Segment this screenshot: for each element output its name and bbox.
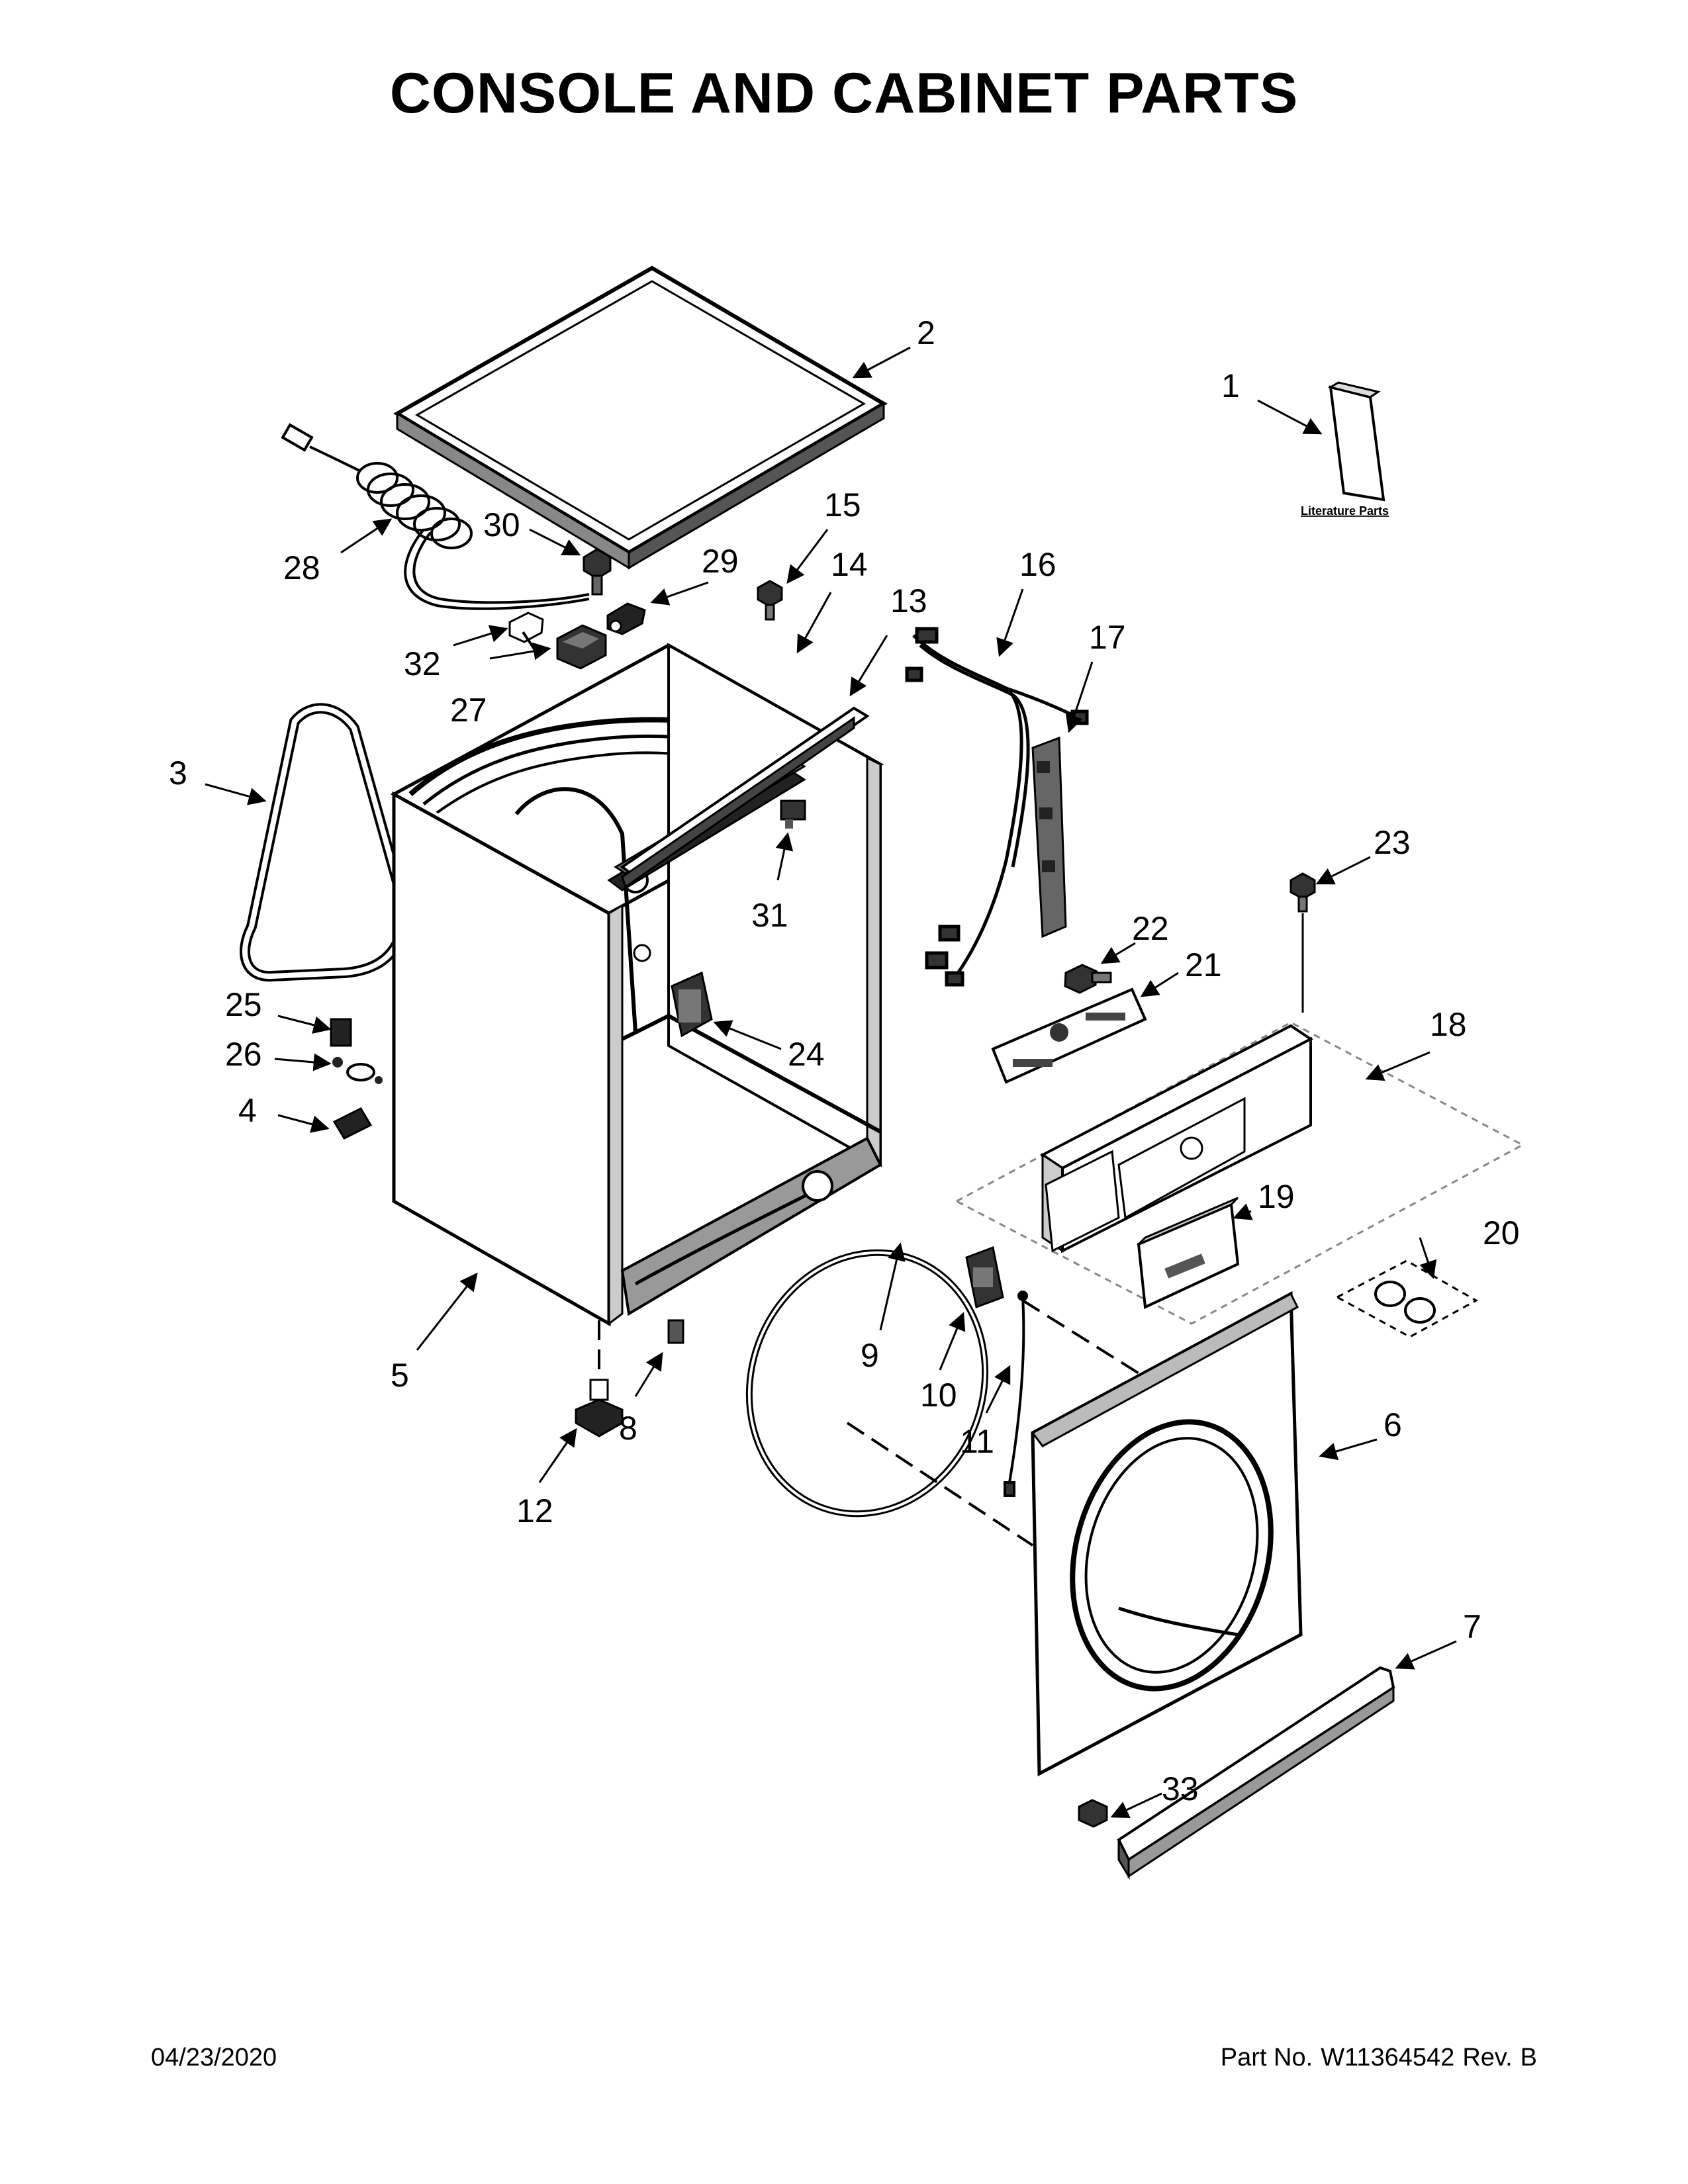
part-29-clip: [606, 602, 646, 635]
callout-15: 15: [824, 486, 861, 523]
page-title: CONSOLE AND CABINET PARTS: [389, 62, 1299, 125]
callout-33: 33: [1162, 1770, 1199, 1807]
callout-labels: 1 2 3 4 5 6 7 8 9 10 11 12 13 14 15 16 1…: [169, 314, 1520, 1807]
part-5-cabinet: [390, 643, 884, 1327]
part-6-front-panel: [1031, 1291, 1303, 1777]
part-9-door-ring: [745, 1249, 989, 1518]
part-4-bracket: [332, 1107, 373, 1140]
callout-8: 8: [619, 1410, 637, 1447]
part-23-screw: [1289, 872, 1316, 1013]
part-27-terminal-block: [556, 624, 607, 670]
part-1-literature: Literature Parts: [1301, 381, 1389, 518]
part-33-screw: [1078, 1799, 1108, 1828]
callout-19: 19: [1258, 1178, 1295, 1215]
callout-arrows: [205, 346, 1457, 1818]
callout-20: 20: [1483, 1214, 1520, 1251]
rev-label: Rev.: [1462, 2044, 1513, 2071]
part-no-label: Part No.: [1220, 2044, 1313, 2071]
callout-9: 9: [861, 1337, 879, 1374]
part-32-screw: [508, 612, 546, 654]
callout-26: 26: [225, 1036, 262, 1073]
callout-14: 14: [831, 546, 868, 583]
callout-13: 13: [890, 582, 927, 619]
part-7-kickplate: [1117, 1666, 1395, 1880]
callout-4: 4: [238, 1092, 257, 1129]
footer-part-number: Part No. W11364542 Rev. B: [1213, 2044, 1537, 2072]
part-22-screw: [1064, 964, 1112, 994]
part-24-sensor-board: [671, 971, 713, 1038]
callout-25: 25: [225, 986, 262, 1023]
callout-24: 24: [788, 1036, 825, 1073]
callout-2: 2: [917, 314, 935, 351]
callout-17: 17: [1089, 619, 1126, 656]
part-8-clip: [667, 1319, 684, 1344]
callout-27: 27: [450, 692, 487, 729]
callout-16: 16: [1019, 546, 1056, 583]
literature-label: Literature Parts: [1301, 504, 1389, 518]
part-25-clip: [330, 1018, 352, 1047]
part-12-leveling-foot: [575, 1379, 624, 1437]
part-28-power-cord: [281, 423, 590, 610]
part-3-seal: [240, 703, 408, 982]
callout-10: 10: [920, 1377, 957, 1414]
part-31-clip: [780, 799, 806, 829]
callout-3: 3: [169, 754, 187, 792]
callout-7: 7: [1463, 1608, 1481, 1645]
rev-value: B: [1520, 2044, 1537, 2071]
callout-29: 29: [702, 543, 739, 580]
callout-30: 30: [483, 506, 520, 543]
part-20-knobs: [1335, 1259, 1479, 1338]
callout-21: 21: [1185, 946, 1222, 983]
part-30-screw: [583, 548, 612, 596]
dash-leaders: [598, 1299, 1166, 1547]
part-17-bracket: [1031, 736, 1067, 938]
part-26-hinge-pin: [332, 1057, 383, 1084]
callout-5: 5: [391, 1357, 409, 1394]
part-11-cable: [1004, 1291, 1028, 1497]
callout-6: 6: [1383, 1406, 1402, 1443]
part-13-rail: [620, 706, 870, 889]
callout-18: 18: [1430, 1006, 1467, 1043]
part-10-door-lock: [965, 1246, 1004, 1309]
callout-12: 12: [516, 1492, 553, 1529]
footer-date: 04/23/2020: [151, 2044, 277, 2071]
callout-22: 22: [1132, 910, 1169, 947]
callout-32: 32: [404, 645, 441, 682]
part-18-console: [954, 1021, 1525, 1325]
callout-28: 28: [283, 549, 320, 586]
callout-23: 23: [1374, 824, 1411, 861]
callout-31: 31: [751, 897, 788, 934]
part-2-top-panel: [393, 265, 888, 570]
part-15-screw: [757, 580, 783, 621]
part-19-drawer: [1137, 1197, 1240, 1309]
part-21-control-board: [991, 987, 1147, 1084]
callout-11: 11: [960, 1423, 994, 1460]
part-no-value: W11364542: [1321, 2044, 1455, 2071]
callout-1: 1: [1221, 367, 1240, 404]
